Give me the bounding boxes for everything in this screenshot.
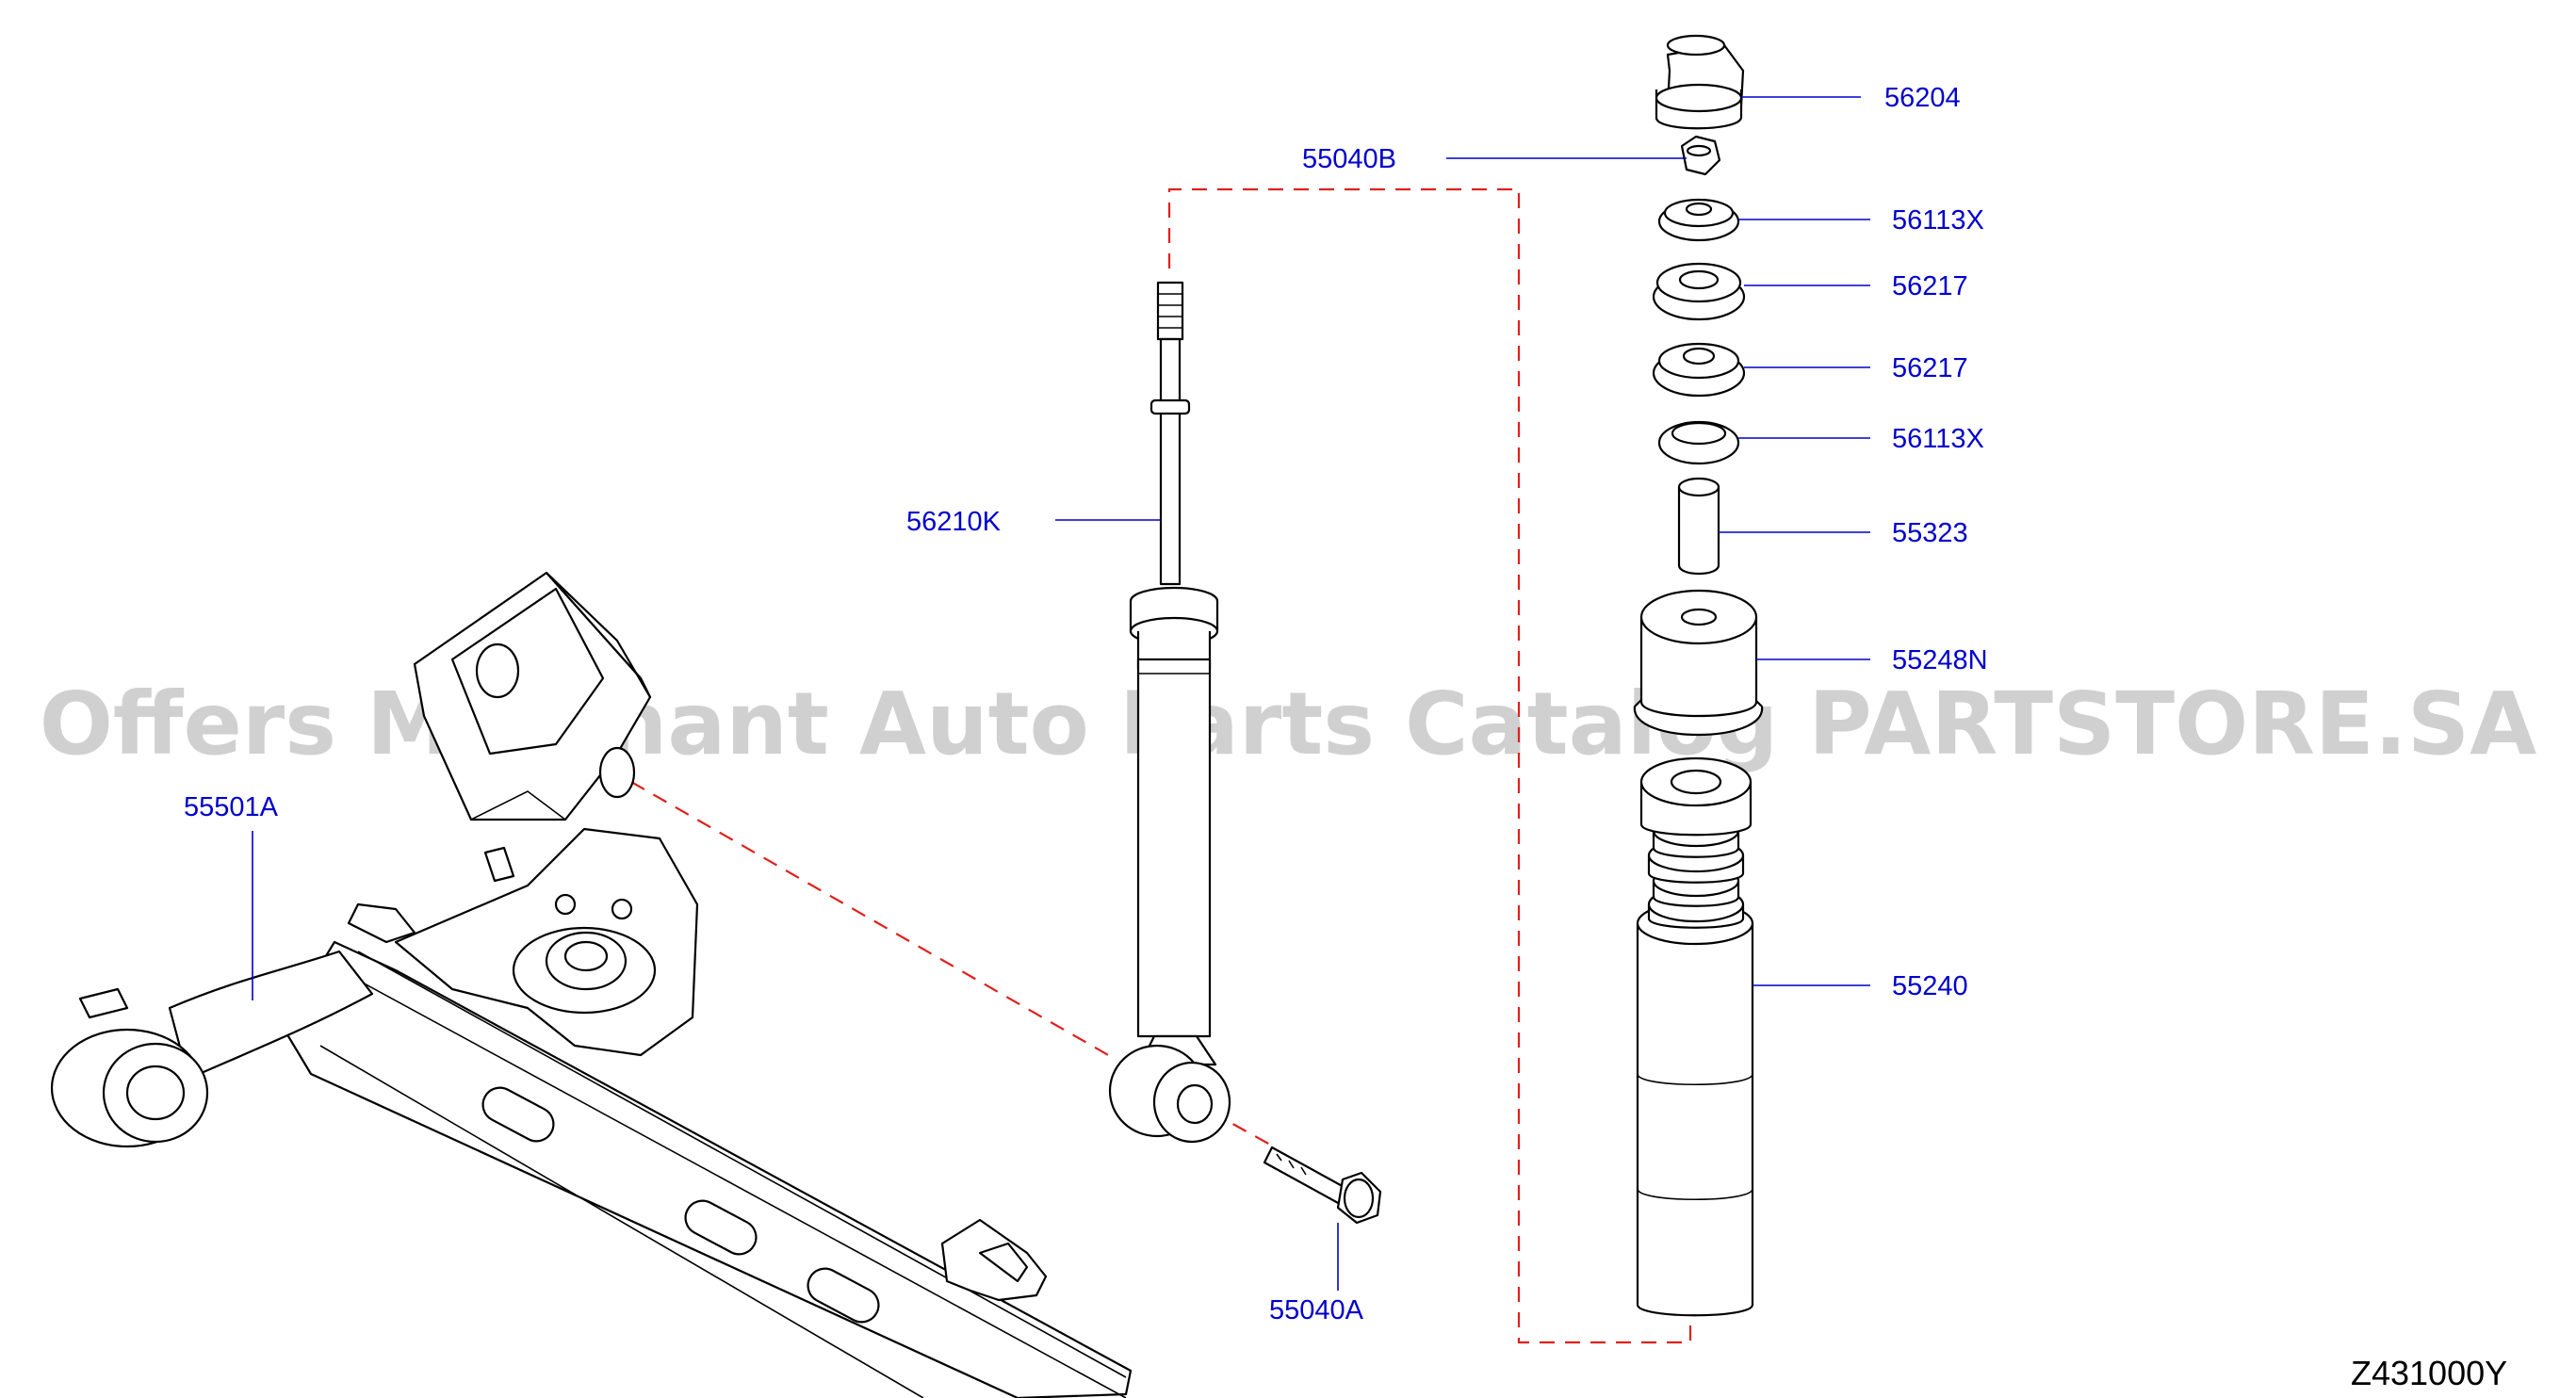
part-55240: [1636, 756, 1754, 1317]
rear-axle-beam: [50, 571, 1133, 1398]
label-56210k: 56210K: [906, 507, 1002, 537]
diagram-reference-code: Z431000Y: [2351, 1354, 2507, 1392]
label-55323: 55323: [1892, 518, 1968, 548]
part-56217-lower: [1652, 342, 1746, 398]
shock-absorber: [1108, 281, 1231, 1144]
part-55323: [1677, 477, 1720, 575]
label-56113x-lower: 56113X: [1892, 424, 1984, 454]
label-55248n: 55248N: [1892, 645, 1988, 675]
part-56113x-upper: [1657, 198, 1740, 242]
part-56204: [1655, 34, 1745, 130]
leader-lines: [252, 96, 1870, 1000]
label-56217-lower: 56217: [1892, 353, 1968, 383]
bolt-55040a: [1263, 1146, 1382, 1291]
part-56113x-lower: [1657, 420, 1740, 465]
label-56113x-upper: 56113X: [1892, 205, 1984, 236]
label-55040a: 55040A: [1269, 1295, 1364, 1325]
label-56217-upper: 56217: [1892, 271, 1968, 301]
part-55040b: [1680, 135, 1721, 176]
part-56217-upper: [1652, 262, 1746, 321]
watermark-text: Offers Merchant Auto Parts Catalog PARTS…: [40, 674, 2537, 774]
label-55240: 55240: [1892, 971, 1968, 1001]
part-labels: 56204 55040B 56113X 56217 56217 56113X 5…: [184, 83, 1988, 1325]
label-55501a: 55501A: [184, 792, 279, 822]
part-55248n: [1633, 589, 1764, 737]
label-55040b: 55040B: [1302, 144, 1396, 174]
label-56204: 56204: [1884, 83, 1961, 113]
